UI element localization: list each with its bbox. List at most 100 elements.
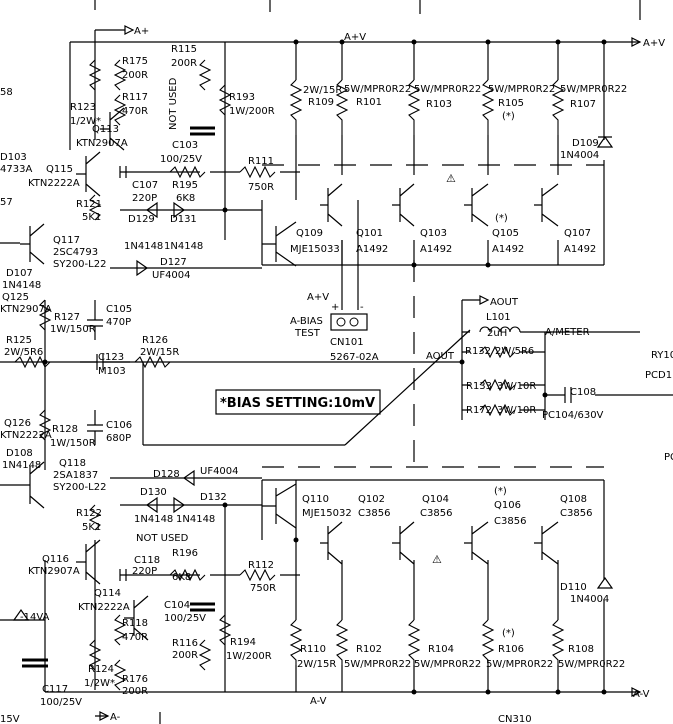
label-components-q114-0: Q114 bbox=[94, 588, 121, 599]
label-components-r172-1: 3W/10R bbox=[497, 405, 536, 416]
label-components-c118-0: C118 bbox=[134, 555, 160, 566]
edge-57: 57 bbox=[0, 197, 13, 208]
label-components-q105-0: Q105 bbox=[492, 228, 519, 239]
label-components-r193-0: R193 bbox=[229, 92, 255, 103]
label-components-c107-1: 220P bbox=[132, 193, 157, 204]
label-components-r105-0: R105 bbox=[498, 98, 524, 109]
label-components-q118-1: 2SA1837 bbox=[53, 470, 98, 481]
label-outputs-aout_top: AOUT bbox=[490, 297, 519, 308]
label-components-r195-1: 6K8 bbox=[176, 193, 195, 204]
label-outputs-pcd: PCD1 bbox=[645, 370, 672, 381]
rail-a-minus: A- bbox=[110, 712, 121, 723]
label-components-q117-1: 2SC4793 bbox=[53, 247, 98, 258]
label-components-d130-1: 1N4148 bbox=[134, 514, 173, 525]
label-bias_connector-label1: A-BIAS bbox=[290, 316, 323, 327]
label-components-r115-0: R115 bbox=[171, 44, 197, 55]
resistors bbox=[14, 59, 565, 691]
label-components-c123-1: M103 bbox=[98, 366, 126, 377]
rail-a-minus-v: A-V bbox=[310, 696, 327, 707]
label-components-r195-0: R195 bbox=[172, 180, 198, 191]
label-components-q101-0: Q101 bbox=[356, 228, 383, 239]
label-components-r117-1: 470R bbox=[122, 106, 148, 117]
bias-note-box bbox=[215, 389, 381, 415]
label-components-d107-0: D107 bbox=[6, 268, 33, 279]
rail-minus-14va: -14VA bbox=[20, 612, 50, 623]
label-components-r106-0: R106 bbox=[498, 644, 524, 655]
diodes bbox=[12, 135, 614, 621]
label-components-q104-0: Q104 bbox=[422, 494, 449, 505]
rail-a-plus-v: A+V bbox=[344, 32, 366, 43]
inductor-l101 bbox=[479, 326, 521, 333]
label-components-r118-0: R118 bbox=[122, 618, 148, 629]
label-components-q109-0: Q109 bbox=[296, 228, 323, 239]
label-components-r103-0: R103 bbox=[426, 99, 452, 110]
label-components-r106-1: 5W/MPR0R22 bbox=[486, 659, 553, 670]
label-components-d107-1: 1N4148 bbox=[2, 280, 41, 291]
label-components-not_used_bottom: NOT USED bbox=[136, 533, 189, 544]
rail-a-minus-v-right: A-V bbox=[633, 689, 650, 700]
label-components-d110-1: 1N4004 bbox=[570, 594, 609, 605]
label-bias_connector-minus: - bbox=[360, 302, 364, 313]
label-bias_connector-label2: TEST bbox=[294, 328, 321, 339]
label-components-d128-1: UF4004 bbox=[200, 466, 239, 477]
label-components-r196-0: R196 bbox=[172, 548, 198, 559]
label-components-q114-1: KTN2222A bbox=[78, 602, 130, 613]
label-components-d131-1: 1N4148 bbox=[164, 241, 203, 252]
label-components-d132-0: D132 bbox=[200, 492, 227, 503]
label-star: (*) bbox=[502, 111, 515, 122]
label-components-c103-1: 100/25V bbox=[160, 154, 202, 165]
label-components-r116-1: 200R bbox=[172, 650, 198, 661]
label-components-d129-0: D129 bbox=[128, 214, 155, 225]
label-components-d108-0: D108 bbox=[6, 448, 33, 459]
label-components-d132-1: 1N4148 bbox=[176, 514, 215, 525]
capacitors bbox=[80, 166, 572, 581]
label-components-d110-0: D110 bbox=[560, 582, 587, 593]
label-bias_connector-plus: + bbox=[331, 302, 339, 313]
label-rails-a_plus_v: A+V bbox=[307, 292, 329, 303]
label-components-r117-0: R117 bbox=[122, 92, 148, 103]
label-components-l101-0: L101 bbox=[486, 312, 511, 323]
label-components-r104-0: R104 bbox=[428, 644, 454, 655]
label-components-d127-0: D127 bbox=[160, 257, 187, 268]
label-components-q108-0: Q108 bbox=[560, 494, 587, 505]
label-components-q113-0: Q113 bbox=[92, 124, 119, 135]
rail-a-plus-v-right: A+V bbox=[643, 38, 665, 49]
label-components-q117-0: Q117 bbox=[53, 235, 80, 246]
bias-connector-cn101 bbox=[330, 313, 368, 331]
label-components-c108-0: C108 bbox=[570, 387, 596, 398]
junction-dots bbox=[42, 39, 607, 695]
label-components-not_used_top: NOT USED bbox=[168, 77, 179, 130]
label-components-r124-1: 1/2W* bbox=[84, 678, 115, 689]
label-components-c108-1: PC104/630V bbox=[542, 410, 604, 421]
label-outputs-aout: AOUT bbox=[426, 351, 455, 362]
label-components-q113-1: KTN2907A bbox=[76, 138, 128, 149]
label-outputs-a_meter: A/METER bbox=[545, 327, 590, 338]
label-components-r124-0: R124 bbox=[88, 664, 114, 675]
label-components-c117-0: C117 bbox=[42, 684, 68, 695]
label-components-c104-1: 100/25V bbox=[164, 613, 206, 624]
label-components-q115-0: Q115 bbox=[46, 164, 73, 175]
label-components-c105-0: C105 bbox=[106, 304, 132, 315]
label-components-r107-0: R107 bbox=[570, 99, 596, 110]
label-components-q108-1: C3856 bbox=[560, 508, 592, 519]
label-components-d130-0: D130 bbox=[140, 487, 167, 498]
label-components-r116-0: R116 bbox=[172, 638, 198, 649]
label-components-c118-1: 220P bbox=[132, 566, 157, 577]
label-components-q103-1: A1492 bbox=[420, 244, 452, 255]
label-components-r132-0: R132 bbox=[465, 346, 491, 357]
label-star: (*) bbox=[495, 213, 508, 224]
label-components-r121-1: 5K1 bbox=[82, 212, 101, 223]
label-components-r102-0: R102 bbox=[356, 644, 382, 655]
label-components-q105-1: A1492 bbox=[492, 244, 524, 255]
heatsink-top bbox=[190, 126, 215, 136]
label-components-q117-2: SY200-L22 bbox=[53, 259, 106, 270]
label-components-q126-1: KTN2222A bbox=[0, 430, 52, 441]
label-components-q106-1: C3856 bbox=[494, 516, 526, 527]
label-components-r104-1: 5W/MPR0R22 bbox=[414, 659, 481, 670]
label-components-r127-1: 1W/150R bbox=[50, 324, 96, 335]
label-components-q102-0: Q102 bbox=[358, 494, 385, 505]
label-components-r115-1: 200R bbox=[171, 58, 197, 69]
label-components-r103-1: 5W/MPR0R22 bbox=[414, 84, 481, 95]
label-components-q118-0: Q118 bbox=[59, 458, 86, 469]
label-components-r111-1: 750R bbox=[248, 182, 274, 193]
